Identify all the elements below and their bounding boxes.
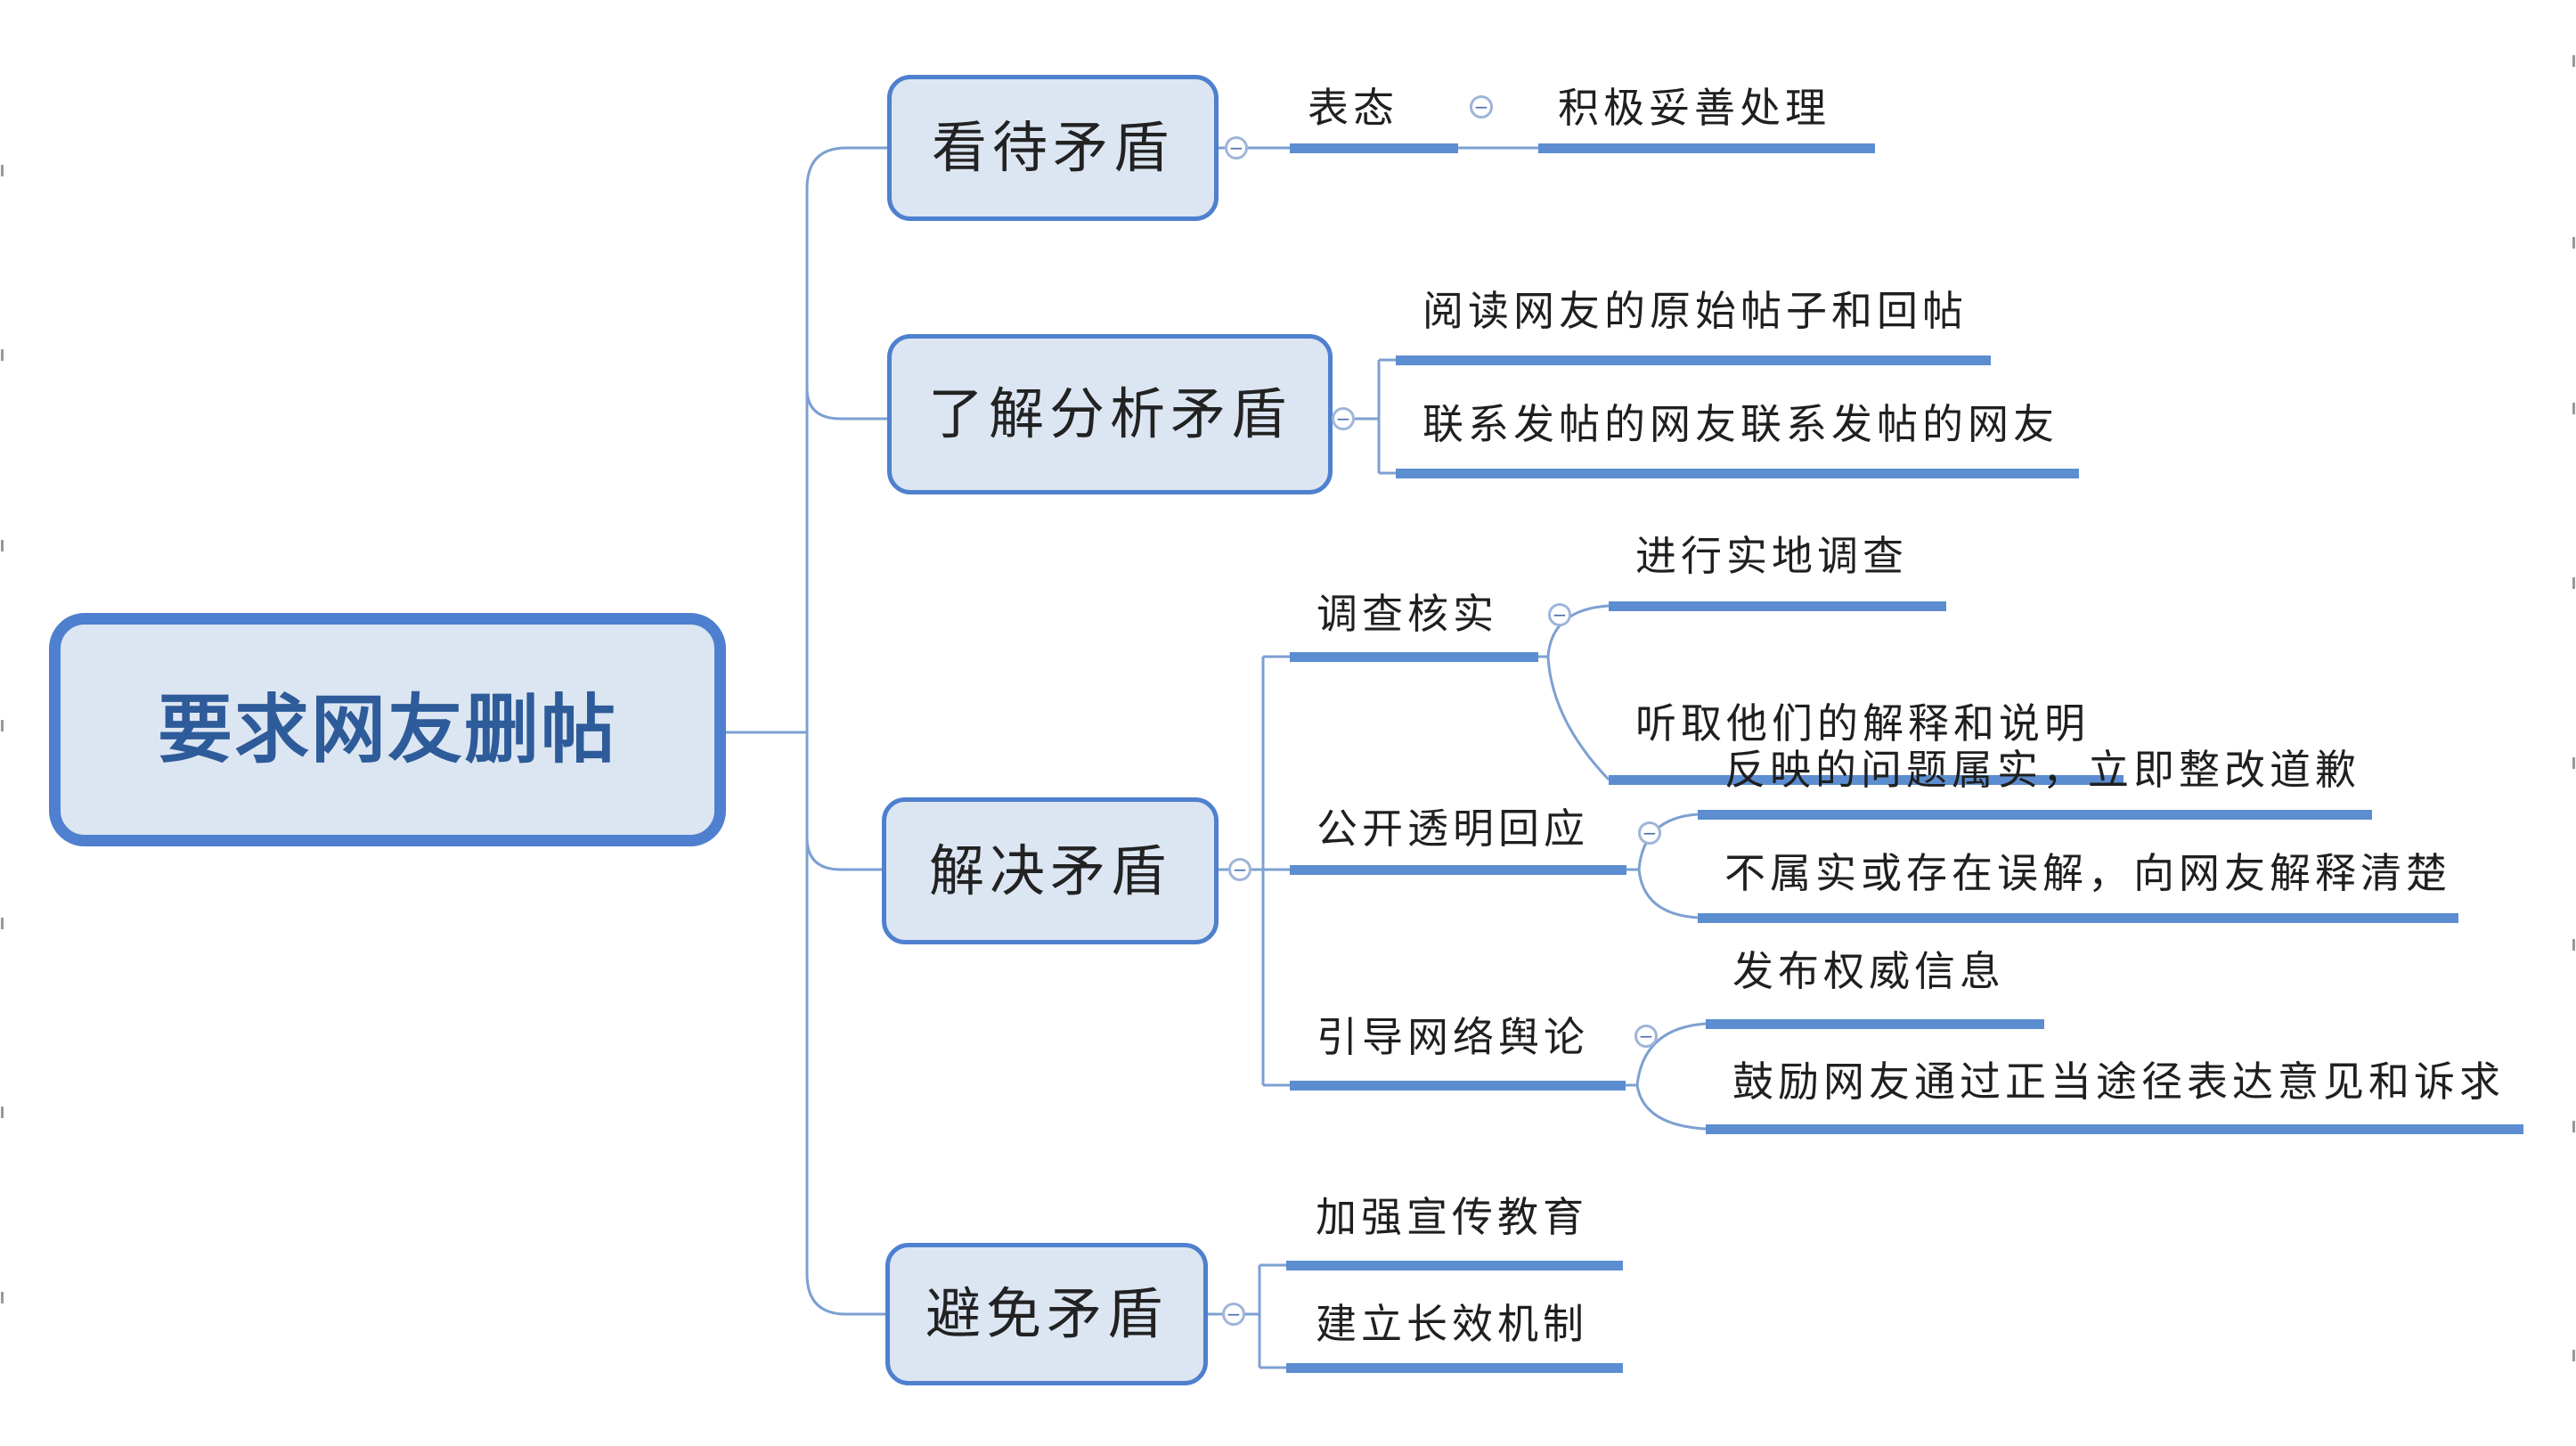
topic-label[interactable]: 建立长效机制 [1316,1300,1588,1348]
edge-tick [2572,55,2575,67]
topic-label[interactable]: 发布权威信息 [1732,947,2005,995]
topic-label[interactable]: 引导网络舆论 [1317,1013,1589,1061]
topic-label[interactable]: 表态 [1308,84,1398,132]
topic-underline [1706,1124,2523,1134]
topic-label: 了解分析矛盾 [927,381,1292,446]
b3-elbow [1219,655,1290,1087]
topic-underline [1698,810,2372,820]
bracket-yindao [1626,1022,1707,1131]
topic-kandai-maodun[interactable]: 看待矛盾 [887,75,1219,221]
minus-glyph: − [1638,1025,1654,1047]
minus-glyph: − [1226,1303,1242,1325]
edge-tick [2572,1121,2575,1132]
collapse-icon[interactable]: − [1638,821,1661,845]
bracket-gongkai [1626,813,1699,919]
collapse-icon[interactable]: − [1548,603,1571,626]
edge-tick [1,1107,4,1118]
topic-label[interactable]: 调查核实 [1317,590,1498,638]
topic-label[interactable]: 公开透明回应 [1317,805,1589,853]
topic-jiejue-maodun[interactable]: 解决矛盾 [882,797,1219,944]
branch3-connector [805,837,882,871]
topic-underline [1609,775,2124,785]
topic-label[interactable]: 不属实或存在误解，向网友解释清楚 [1724,849,2451,897]
collapse-icon[interactable]: − [1228,858,1251,881]
collapse-icon[interactable]: − [1470,95,1493,118]
branch2-connector [805,388,887,421]
topic-label: 解决矛盾 [928,837,1171,903]
topic-underline [1290,1081,1626,1091]
topic-underline [1706,1019,2044,1029]
topic-underline [1286,1261,1623,1270]
b4-elbow [1208,1263,1286,1369]
bracket-diaocha [1538,604,1610,781]
minus-glyph: − [1335,408,1351,429]
topic-label[interactable]: 联系发帖的网友联系发帖的网友 [1423,400,2058,448]
edge-tick [1,165,4,176]
edge-tick [2572,757,2575,769]
minus-glyph: − [1552,604,1568,625]
root-topic-label: 要求网友删帖 [157,686,617,773]
topic-label[interactable]: 阅读网友的原始帖子和回帖 [1423,287,1968,335]
topic-label[interactable]: 加强宣传教育 [1316,1193,1588,1241]
edge-tick [1,1292,4,1303]
topic-underline [1609,601,1946,611]
edge-tick [1,720,4,731]
minus-glyph: − [1642,822,1658,844]
trunk-up [805,146,887,732]
topic-underline [1538,143,1875,153]
edge-tick [1,918,4,929]
topic-label: 看待矛盾 [931,115,1174,180]
edge-tick [1,540,4,551]
topic-underline [1286,1363,1623,1373]
edge-tick [2572,939,2575,951]
edge-tick [2572,577,2575,589]
topic-label[interactable]: 听取他们的解释和说明 [1635,699,2090,748]
root-topic[interactable]: 要求网友删帖 [49,613,726,846]
topic-underline [1396,469,2079,478]
collapse-icon[interactable]: − [1222,1303,1245,1326]
topic-underline [1290,143,1458,153]
topic-label[interactable]: 积极妥善处理 [1558,84,1830,132]
minus-glyph: − [1228,137,1244,159]
edge-tick [2572,1350,2575,1361]
topic-bimian-maodun[interactable]: 避免矛盾 [885,1243,1208,1385]
minus-glyph: − [1473,96,1489,118]
trunk-down [805,732,885,1316]
topic-label[interactable]: 进行实地调查 [1635,532,1908,580]
topic-label[interactable]: 反映的问题属实，立即整改道歉 [1724,746,2360,794]
topic-underline [1290,865,1626,875]
topic-underline [1698,913,2458,923]
topic-label[interactable]: 鼓励网友通过正当途径表达意见和诉求 [1732,1058,2505,1106]
collapse-icon[interactable]: − [1332,407,1355,430]
topic-label: 避免矛盾 [925,1281,1168,1346]
collapse-icon[interactable]: − [1225,136,1248,159]
edge-tick [2572,237,2575,249]
topic-underline [1396,355,1991,365]
topic-underline [1290,652,1538,662]
collapse-icon[interactable]: − [1634,1025,1658,1048]
minus-glyph: − [1232,859,1248,880]
edge-tick [1,349,4,361]
edge-tick [2572,403,2575,414]
topic-liaojie-fenxi-maodun[interactable]: 了解分析矛盾 [887,334,1333,494]
